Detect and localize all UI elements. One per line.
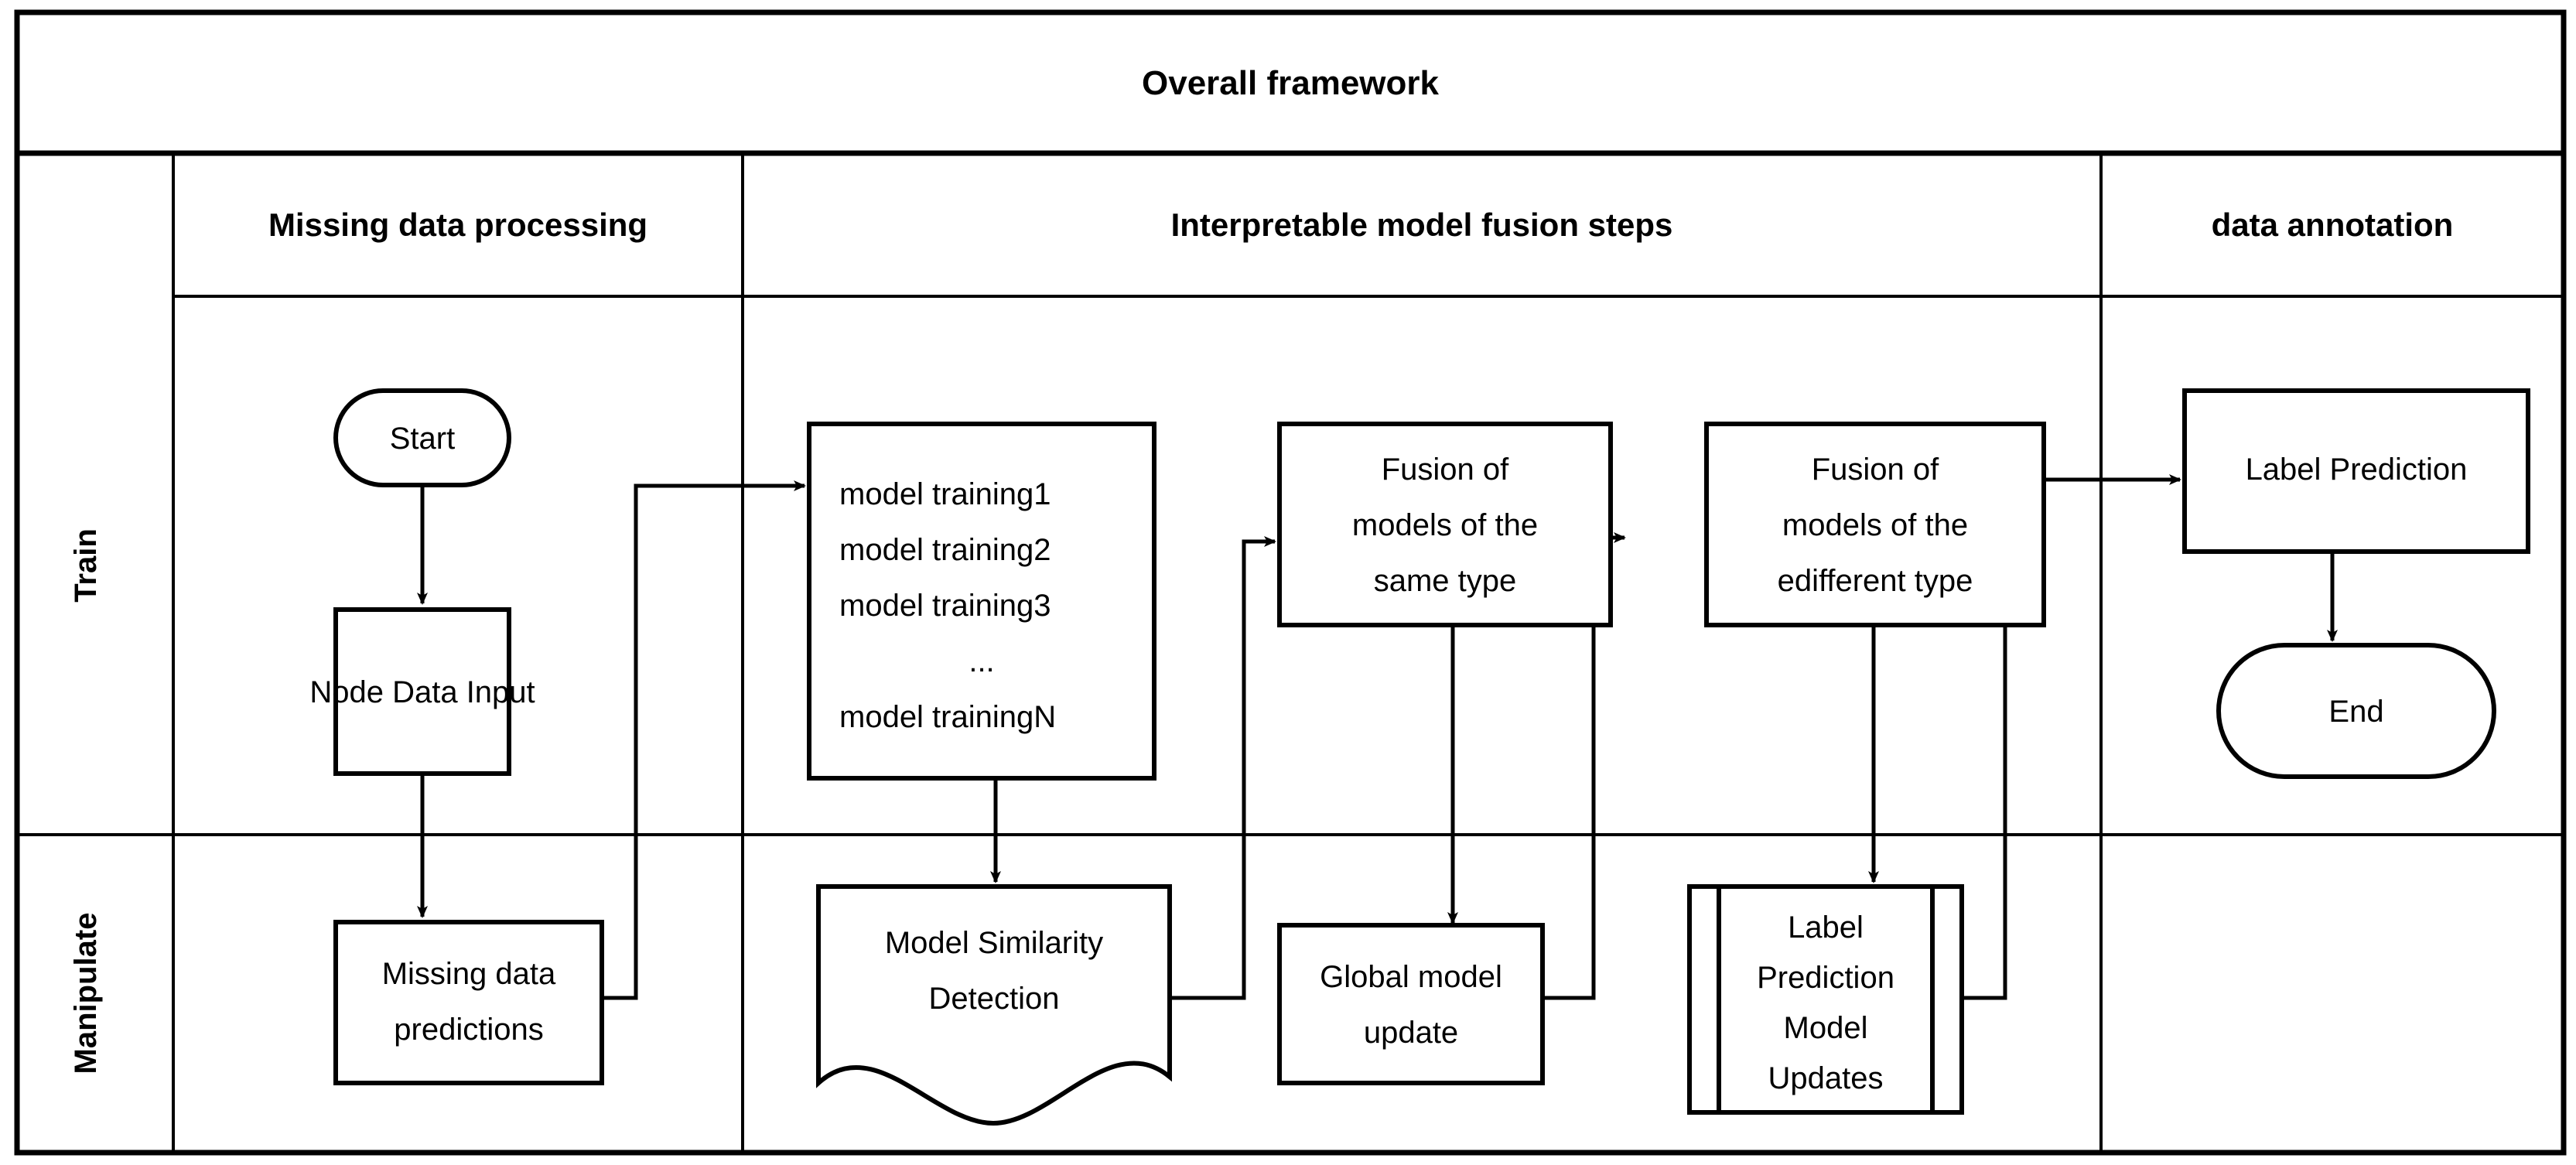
- column-header-interpretable-model-fusion-steps: Interpretable model fusion steps: [1171, 207, 1673, 243]
- node-fusion-same-type[interactable]: Fusion of models of the same type: [1277, 422, 1613, 627]
- node-start-label: Start: [390, 422, 455, 456]
- node-missing-data-predictions-line-1: Missing data: [382, 957, 556, 991]
- node-label-prediction[interactable]: Label Prediction: [2182, 388, 2530, 554]
- node-node-data-input-label: Node Data Input: [309, 675, 535, 709]
- node-model-training-line-4: ...: [969, 644, 994, 678]
- node-model-similarity-detection-line-2: Detection: [929, 982, 1060, 1016]
- column-header-missing-data-processing: Missing data processing: [268, 207, 647, 243]
- diagram-grid: [14, 9, 2567, 1156]
- node-fusion-different-type[interactable]: Fusion of models of the edifferent type: [1704, 422, 2046, 627]
- node-global-model-update-line-2: update: [1364, 1016, 1458, 1050]
- node-label-prediction-model-updates-line-2: Prediction: [1757, 961, 1894, 995]
- node-missing-data-predictions[interactable]: Missing data predictions: [333, 920, 604, 1085]
- node-fusion-different-type-line-2: models of the: [1782, 508, 1968, 542]
- node-fusion-same-type-line-3: same type: [1374, 564, 1517, 598]
- node-model-training-line-2: model training2: [839, 533, 1051, 567]
- node-model-training[interactable]: model training1 model training2 model tr…: [807, 422, 1156, 781]
- connector-label-prediction-model-updates-to-label-prediction: [1961, 474, 2181, 1000]
- node-label-prediction-label: Label Prediction: [2246, 453, 2468, 487]
- node-label-prediction-model-updates-line-1: Label: [1788, 910, 1864, 945]
- connectors: [417, 474, 2338, 1000]
- node-model-training-line-3: model training3: [839, 589, 1051, 623]
- node-fusion-same-type-line-1: Fusion of: [1382, 453, 1509, 487]
- node-node-data-input[interactable]: Node Data Input: [309, 607, 535, 776]
- node-model-training-line-1: model training1: [839, 477, 1051, 511]
- node-global-model-update[interactable]: Global model update: [1277, 923, 1545, 1085]
- column-header-data-annotation: data annotation: [2212, 207, 2454, 243]
- node-model-training-line-5: model trainingN: [839, 700, 1056, 734]
- node-fusion-different-type-line-1: Fusion of: [1812, 453, 1939, 487]
- page-title: Overall framework: [1142, 64, 1439, 102]
- node-end[interactable]: End: [2216, 643, 2496, 779]
- node-label-prediction-model-updates[interactable]: Label Prediction Model Updates: [1687, 884, 1964, 1115]
- connector-missing-data-predictions-to-model-training: [602, 480, 806, 1000]
- node-start[interactable]: Start: [333, 388, 511, 487]
- lane-label-manipulate: Manipulate: [69, 913, 103, 1074]
- node-model-similarity-detection[interactable]: Model Similarity Detection: [816, 884, 1172, 1126]
- node-fusion-different-type-line-3: edifferent type: [1778, 564, 1973, 598]
- node-label-prediction-model-updates-line-3: Model: [1784, 1011, 1868, 1045]
- node-model-similarity-detection-line-1: Model Similarity: [885, 926, 1103, 960]
- node-global-model-update-line-1: Global model: [1320, 960, 1502, 994]
- node-fusion-same-type-line-2: models of the: [1352, 508, 1538, 542]
- node-end-label: End: [2328, 695, 2383, 729]
- connector-model-similarity-detection-to-fusion-same-type: [1170, 536, 1276, 1000]
- node-missing-data-predictions-line-2: predictions: [394, 1013, 543, 1047]
- lane-label-train: Train: [69, 528, 103, 603]
- node-label-prediction-model-updates-line-4: Updates: [1768, 1061, 1884, 1095]
